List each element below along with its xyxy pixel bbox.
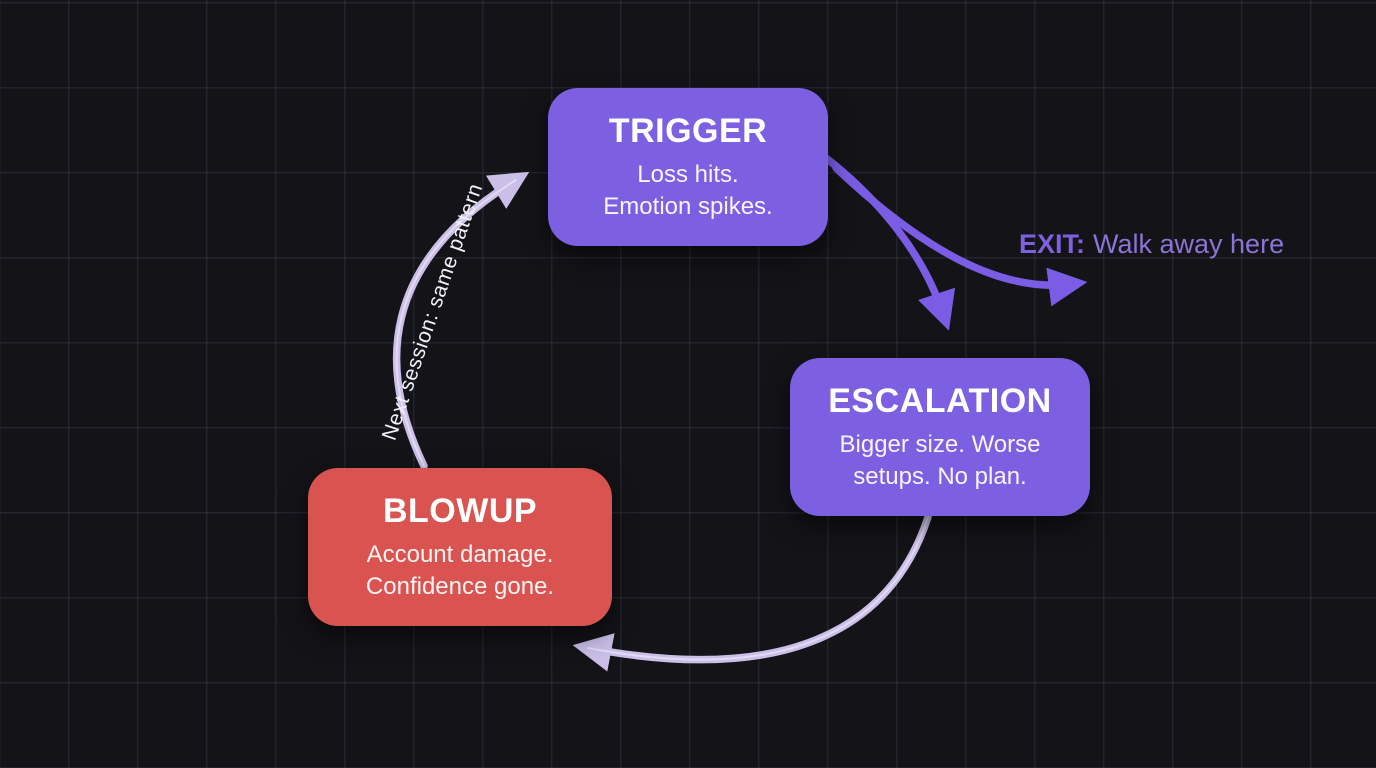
node-escalation: ESCALATION Bigger size. Worse setups. No…: [790, 358, 1090, 516]
node-trigger: TRIGGER Loss hits. Emotion spikes.: [548, 88, 828, 246]
node-escalation-subtitle: Bigger size. Worse setups. No plan.: [839, 430, 1041, 490]
arrow-blowup-to-trigger: [392, 171, 530, 470]
exit-annotation-bold: EXIT:: [1019, 229, 1086, 259]
arrow-trigger-to-exit: [832, 164, 1088, 307]
arrow-escalation-to-blowup-sheen: [587, 516, 929, 661]
node-blowup-subtitle: Account damage. Confidence gone.: [365, 540, 555, 600]
arrow-escalation-to-blowup: [572, 513, 932, 672]
node-trigger-subtitle: Loss hits. Emotion spikes.: [603, 160, 773, 220]
node-blowup: BLOWUP Account damage. Confidence gone.: [308, 468, 612, 626]
exit-annotation-text: Walk away here: [1093, 229, 1285, 259]
exit-annotation: EXIT:Walk away here: [1019, 229, 1284, 260]
arrow-blowup-to-trigger-sheen: [395, 179, 517, 467]
node-trigger-title: TRIGGER: [608, 111, 768, 150]
node-escalation-title: ESCALATION: [828, 381, 1052, 420]
node-blowup-title: BLOWUP: [382, 491, 538, 530]
